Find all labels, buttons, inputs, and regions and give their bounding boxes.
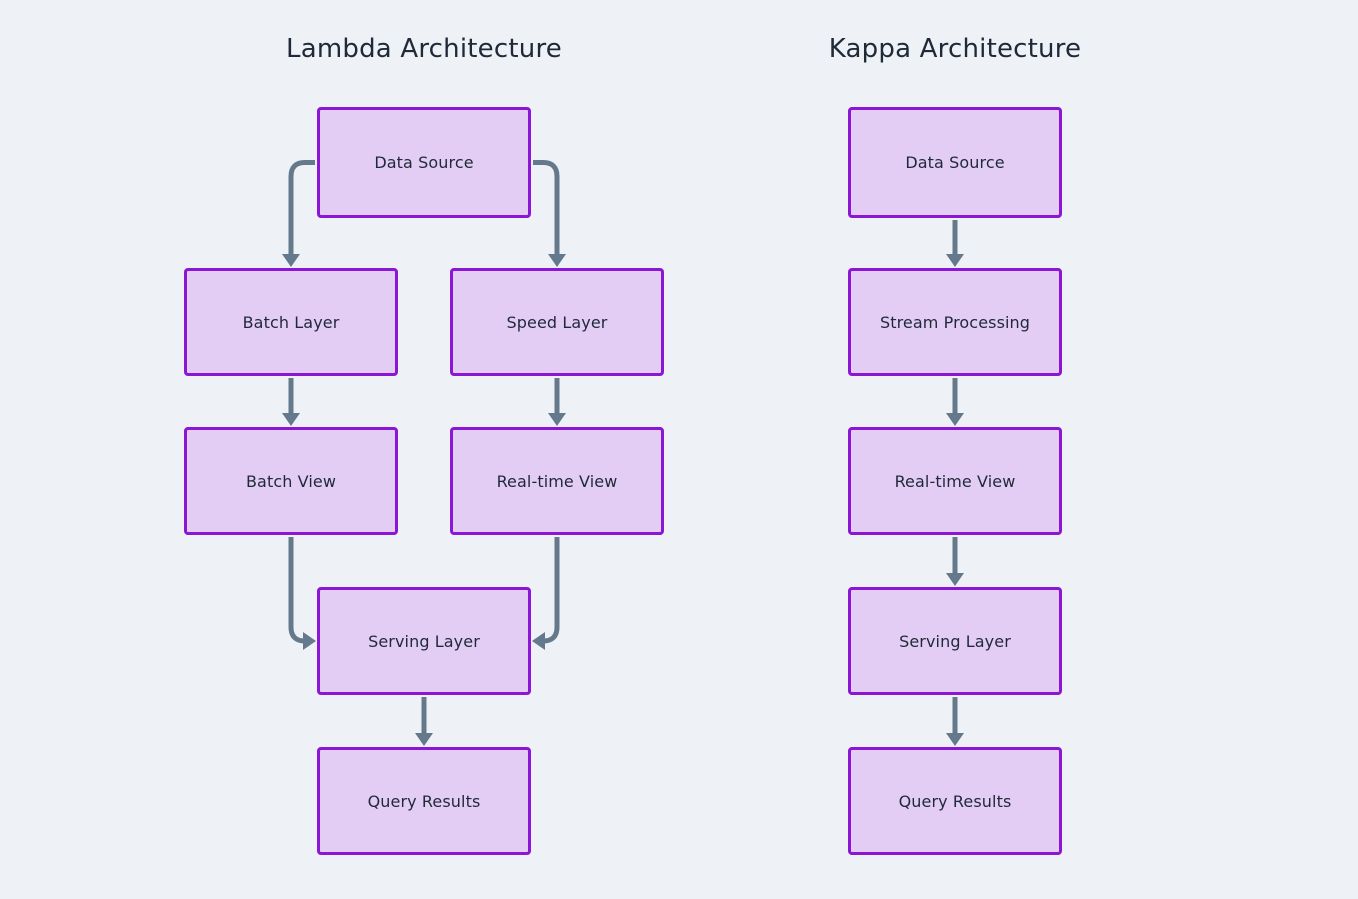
- node-kappa-query-results[interactable]: Query Results: [848, 747, 1062, 855]
- node-label: Serving Layer: [899, 631, 1011, 651]
- node-label: Stream Processing: [879, 312, 1031, 332]
- node-label: Real-time View: [496, 471, 618, 491]
- lambda-edge-serving-to-query-arrowhead: [415, 733, 433, 746]
- node-lambda-realtime-view[interactable]: Real-time View: [450, 427, 664, 535]
- node-lambda-query-results[interactable]: Query Results: [317, 747, 531, 855]
- node-label: Data Source: [905, 153, 1005, 172]
- lambda-edge-speed-to-rtview-arrowhead: [548, 413, 566, 426]
- node-label: Batch Layer: [242, 312, 340, 332]
- node-kappa-realtime-view[interactable]: Real-time View: [848, 427, 1062, 535]
- node-kappa-serving-layer[interactable]: Serving Layer: [848, 587, 1062, 695]
- lambda-edge-batch-to-batchview-arrowhead: [282, 413, 300, 426]
- node-kappa-data-source[interactable]: Data Source: [848, 107, 1062, 218]
- node-lambda-batch-layer[interactable]: Batch Layer: [184, 268, 398, 376]
- node-label: Data Source: [374, 153, 474, 172]
- kappa-edge-serving-to-query-arrowhead: [946, 733, 964, 746]
- lambda-edge-source-to-speed-arrowhead: [548, 254, 566, 267]
- kappa-edge-stream-to-rtview-arrowhead: [946, 413, 964, 426]
- diagram-title-lambda: Lambda Architecture: [286, 34, 562, 64]
- diagram-title-kappa: Kappa Architecture: [828, 34, 1082, 64]
- node-label: Real-time View: [894, 471, 1016, 491]
- node-lambda-data-source[interactable]: Data Source: [317, 107, 531, 218]
- node-label: Query Results: [898, 791, 1012, 811]
- node-lambda-serving-layer[interactable]: Serving Layer: [317, 587, 531, 695]
- node-kappa-stream-processing[interactable]: Stream Processing: [848, 268, 1062, 376]
- kappa-edge-source-to-stream-arrowhead: [946, 254, 964, 267]
- node-lambda-batch-view[interactable]: Batch View: [184, 427, 398, 535]
- kappa-edge-rtview-to-serving-arrowhead: [946, 573, 964, 586]
- node-label: Query Results: [367, 791, 481, 811]
- lambda-edge-batchview-to-serving-arrowhead: [303, 632, 316, 650]
- node-label: Serving Layer: [368, 631, 480, 651]
- node-lambda-speed-layer[interactable]: Speed Layer: [450, 268, 664, 376]
- node-label: Batch View: [245, 471, 337, 491]
- node-label: Speed Layer: [506, 312, 608, 332]
- lambda-edge-batchview-to-serving-line: [288, 537, 306, 644]
- lambda-edge-rtview-to-serving-arrowhead: [532, 632, 545, 650]
- lambda-edge-rtview-to-serving-line: [542, 537, 560, 644]
- lambda-edge-source-to-speed-line: [533, 160, 560, 256]
- lambda-edge-source-to-batch-arrowhead: [282, 254, 300, 267]
- lambda-edge-source-to-batch-line: [288, 160, 315, 256]
